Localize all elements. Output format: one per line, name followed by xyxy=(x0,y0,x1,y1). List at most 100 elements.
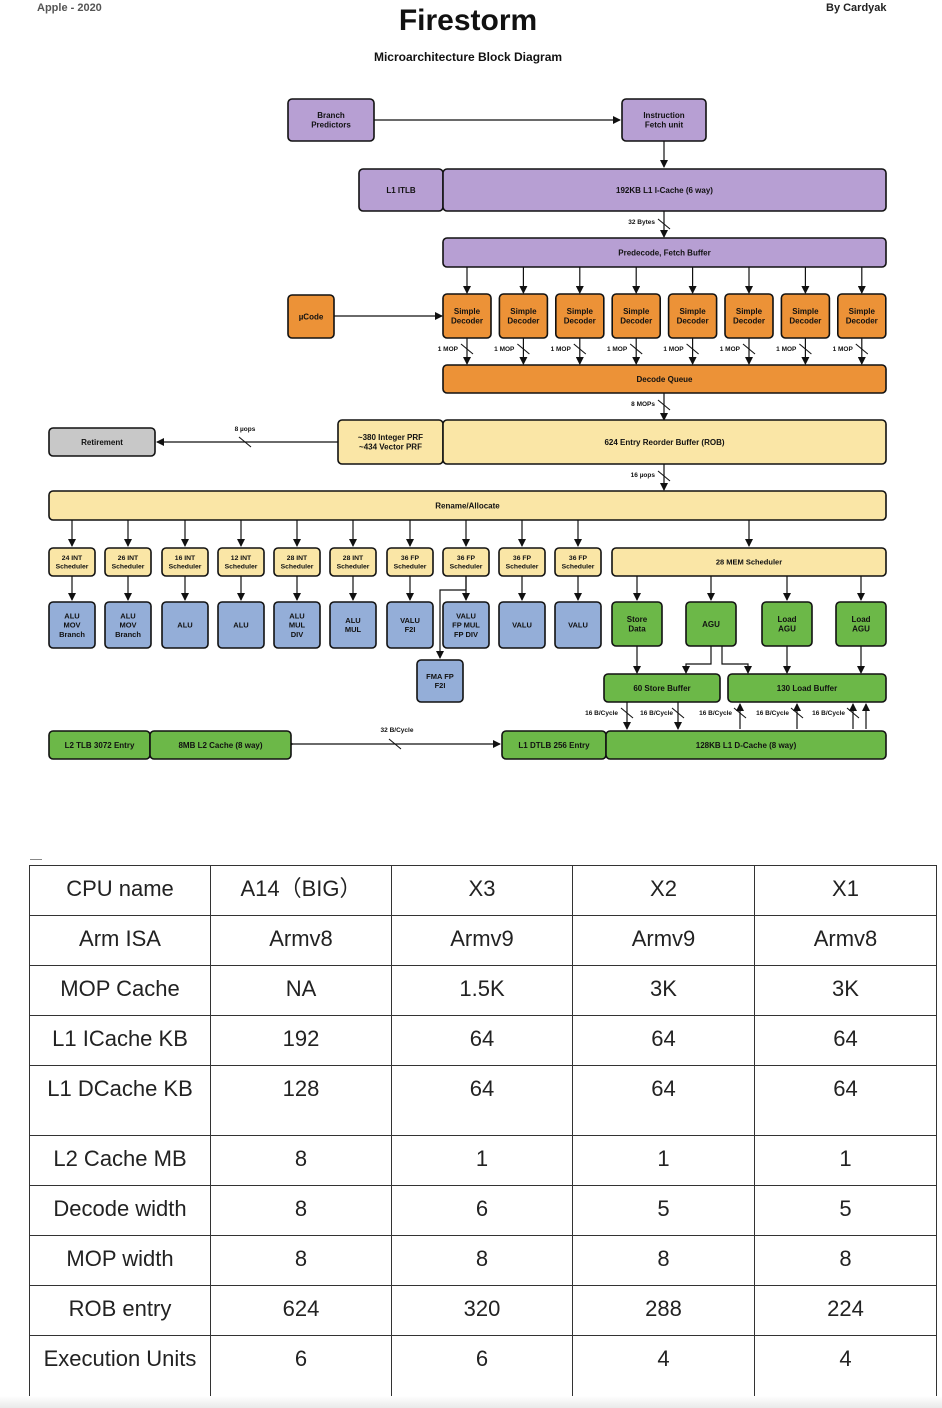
prf-box: ~380 Integer PRF~434 Vector PRF xyxy=(337,419,444,465)
table-corner-mark xyxy=(30,859,42,860)
label-mop-6: 1 MOP xyxy=(720,346,741,353)
slash-mop-7 xyxy=(799,343,812,355)
label-rename-uops: 16 µops xyxy=(631,472,656,479)
table-cell: 6 xyxy=(391,1185,573,1236)
table-cell: 8 xyxy=(210,1185,392,1236)
svg-text:AGU: AGU xyxy=(702,620,720,629)
svg-text:µCode: µCode xyxy=(299,312,324,321)
l1-itlb-box: L1 ITLB xyxy=(358,168,444,212)
table-row-header: CPU name xyxy=(29,865,211,916)
l1-icache-box: 192KB L1 I-Cache (6 way) xyxy=(442,168,887,212)
retirement-box: Retirement xyxy=(48,427,156,457)
table-cell: Armv9 xyxy=(572,915,755,966)
slash-fetch-bw xyxy=(657,218,671,230)
exec-unit-9: VALU xyxy=(498,601,546,649)
slash-mop-4 xyxy=(629,343,643,355)
arrow-scheduler-8-to-fma xyxy=(436,576,467,659)
table-cell: 64 xyxy=(754,1065,937,1136)
label-mop-2: 1 MOP xyxy=(494,346,515,353)
table-cell: 64 xyxy=(572,1065,755,1136)
svg-text:L2 TLB 3072 Entry: L2 TLB 3072 Entry xyxy=(65,741,135,750)
svg-text:60 Store Buffer: 60 Store Buffer xyxy=(633,684,690,693)
label-cycle-bw-1: 16 B/Cycle xyxy=(585,710,618,717)
table-cell: 3K xyxy=(754,965,937,1016)
label-mop-4: 1 MOP xyxy=(607,346,628,353)
mem-unit-2: AGU xyxy=(685,601,737,647)
rob-box: 624 Entry Reorder Buffer (ROB) xyxy=(442,419,887,465)
svg-text:ALU: ALU xyxy=(177,621,192,630)
table-row-header: MOP Cache xyxy=(29,965,211,1016)
svg-text:28 MEM Scheduler: 28 MEM Scheduler xyxy=(716,558,782,567)
table-cell: 8 xyxy=(754,1235,937,1286)
table-cell: 64 xyxy=(572,1015,755,1066)
svg-text:Retirement: Retirement xyxy=(81,438,123,447)
exec-unit-3: ALU xyxy=(161,601,209,649)
slash-retire-bw xyxy=(238,436,252,448)
load-buffer-box: 130 Load Buffer xyxy=(727,673,887,703)
label-mop-3: 1 MOP xyxy=(551,346,572,353)
table-cell: 8 xyxy=(210,1235,392,1286)
store-buffer-box: 60 Store Buffer xyxy=(603,673,721,703)
table-cell: 5 xyxy=(754,1185,937,1236)
table-row-header: ROB entry xyxy=(29,1285,211,1336)
label-retire-uops: 8 µops xyxy=(235,426,256,433)
table-cell: 6 xyxy=(391,1335,573,1406)
slash-mop-6 xyxy=(742,343,756,355)
table-row-header: Execution Units xyxy=(29,1335,211,1406)
label-cycle-bw-4: 16 B/Cycle xyxy=(756,710,789,717)
table-cell: 224 xyxy=(754,1285,937,1336)
label-mop-7: 1 MOP xyxy=(776,346,797,353)
slash-mop-2 xyxy=(517,343,530,355)
table-cell: 288 xyxy=(572,1285,755,1336)
svg-text:~380 Integer PRF~434 Vector PR: ~380 Integer PRF~434 Vector PRF xyxy=(358,433,423,452)
page-subtitle: Microarchitecture Block Diagram xyxy=(373,50,563,64)
ucode-box: µCode xyxy=(287,294,335,339)
table-cell: A14（BIG） xyxy=(210,865,392,916)
table-cell: X2 xyxy=(572,865,755,916)
table-cell: 1.5K xyxy=(391,965,573,1016)
label-l2-bw: 32 B/Cycle xyxy=(381,727,414,734)
table-cell: Armv9 xyxy=(391,915,573,966)
table-cell: NA xyxy=(210,965,392,1016)
svg-text:Predecode, Fetch Buffer: Predecode, Fetch Buffer xyxy=(618,248,710,257)
slash-rename-bw xyxy=(657,470,671,482)
svg-text:8MB L2 Cache (8 way): 8MB L2 Cache (8 way) xyxy=(178,741,262,750)
slash-mop-8 xyxy=(855,343,869,355)
table-row-header: MOP width xyxy=(29,1235,211,1286)
table-cell: 8 xyxy=(572,1235,755,1286)
table-row-header: Decode width xyxy=(29,1185,211,1236)
slash-store-bw-2 xyxy=(671,707,685,719)
table-cell: 8 xyxy=(210,1135,392,1186)
